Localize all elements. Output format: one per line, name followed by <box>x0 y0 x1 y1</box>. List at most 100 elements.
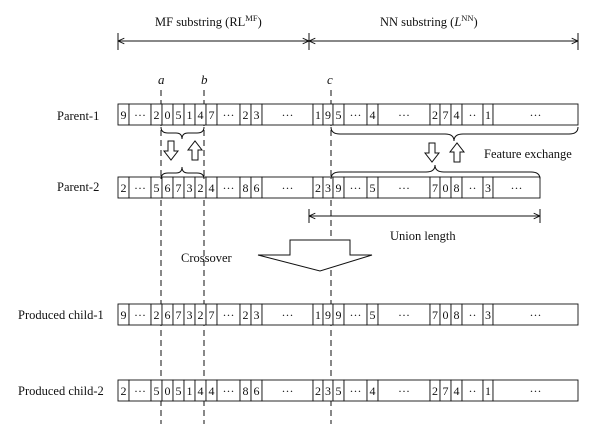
gene-value: ··· <box>223 308 235 322</box>
gene-value: 6 <box>254 181 260 195</box>
gene-value: 8 <box>454 308 460 322</box>
gene-value: 1 <box>187 384 193 398</box>
exchange-up-arrow-nn <box>448 142 466 163</box>
gene-value: 3 <box>485 308 491 322</box>
gene-value: ·· <box>469 181 477 195</box>
gene-value: 2 <box>154 108 160 122</box>
gene-value: ··· <box>350 108 362 122</box>
exchange-down-arrow-mf <box>162 140 180 161</box>
gene-value: 6 <box>165 181 171 195</box>
gene-value: ··· <box>350 308 362 322</box>
gene-value: 6 <box>165 308 171 322</box>
gene-value: ··· <box>282 384 294 398</box>
cut-marker-c: c <box>327 72 333 87</box>
exchange-up-arrow-mf <box>186 140 204 161</box>
gene-value: ··· <box>134 181 146 195</box>
gene-value: 0 <box>443 308 449 322</box>
gene-value: 9 <box>325 308 331 322</box>
gene-value: 3 <box>187 308 193 322</box>
gene-value: ··· <box>530 384 542 398</box>
gene-value: ··· <box>398 181 410 195</box>
gene-value: 5 <box>154 181 160 195</box>
union-length-label: Union length <box>390 229 456 243</box>
gene-value: ··· <box>530 108 542 122</box>
exchange-down-arrow-nn <box>423 142 441 163</box>
crossover-label: Crossover <box>181 251 233 265</box>
gene-value: 2 <box>243 108 249 122</box>
gene-value: 2 <box>315 181 321 195</box>
gene-value: ·· <box>469 308 477 322</box>
gene-value: 2 <box>121 181 127 195</box>
gene-value: 7 <box>432 181 438 195</box>
gene-value: 2 <box>432 108 438 122</box>
gene-cell <box>492 379 579 402</box>
gene-value: 5 <box>370 308 376 322</box>
gene-value: ··· <box>530 308 542 322</box>
gene-value: 8 <box>243 181 249 195</box>
gene-value: 7 <box>443 108 449 122</box>
brace-parent1-nn <box>330 126 579 142</box>
gene-value: 7 <box>209 108 215 122</box>
gene-cell <box>492 103 579 126</box>
gene-value: 1 <box>315 108 321 122</box>
gene-value: 0 <box>165 108 171 122</box>
gene-value: 8 <box>243 384 249 398</box>
gene-value: 1 <box>485 108 491 122</box>
union-length-span <box>309 209 540 223</box>
gene-value: ··· <box>282 181 294 195</box>
gene-value: 7 <box>176 181 182 195</box>
gene-value: 9 <box>336 181 342 195</box>
gene-value: 4 <box>198 108 204 122</box>
gene-value: 4 <box>209 181 215 195</box>
gene-value: ··· <box>134 308 146 322</box>
gene-value: 5 <box>154 384 160 398</box>
row-label-parent-1: Parent-1 <box>57 109 99 123</box>
cut-marker-b: b <box>201 72 208 87</box>
gene-value: 0 <box>165 384 171 398</box>
gene-value: ··· <box>223 181 235 195</box>
gene-value: 2 <box>154 308 160 322</box>
gene-value: ·· <box>469 108 477 122</box>
gene-value: 2 <box>198 181 204 195</box>
gene-value: ··· <box>511 181 523 195</box>
gene-value: ··· <box>282 108 294 122</box>
feature-exchange-label: Feature exchange <box>484 147 572 161</box>
gene-value: 7 <box>209 308 215 322</box>
gene-value: 7 <box>432 308 438 322</box>
gene-value: 1 <box>485 384 491 398</box>
gene-value: 0 <box>443 181 449 195</box>
gene-value: 7 <box>176 308 182 322</box>
gene-value: 5 <box>336 108 342 122</box>
gene-value: ··· <box>350 181 362 195</box>
brace-parent1-mf <box>160 126 205 140</box>
brace-parent2-mf <box>160 166 205 180</box>
gene-value: 3 <box>254 108 260 122</box>
gene-value: 2 <box>243 308 249 322</box>
gene-value: ··· <box>398 308 410 322</box>
gene-cell <box>492 176 541 199</box>
gene-value: 4 <box>209 384 215 398</box>
gene-value: ··· <box>134 108 146 122</box>
gene-value: 2 <box>198 308 204 322</box>
gene-value: 3 <box>325 181 331 195</box>
gene-value: ··· <box>134 384 146 398</box>
gene-value: ··· <box>350 384 362 398</box>
crossover-arrow <box>257 239 373 272</box>
gene-value: 3 <box>485 181 491 195</box>
nn-substring-label: NN substring (LNN) <box>380 13 478 29</box>
gene-value: 4 <box>454 108 460 122</box>
gene-value: 3 <box>325 384 331 398</box>
gene-value: 9 <box>121 108 127 122</box>
gene-value: 8 <box>454 181 460 195</box>
nn-substring-span: NN substring (LNN) <box>309 13 578 50</box>
gene-value: 5 <box>176 384 182 398</box>
gene-value: 7 <box>443 384 449 398</box>
gene-value: 9 <box>325 108 331 122</box>
gene-value: 4 <box>370 108 376 122</box>
